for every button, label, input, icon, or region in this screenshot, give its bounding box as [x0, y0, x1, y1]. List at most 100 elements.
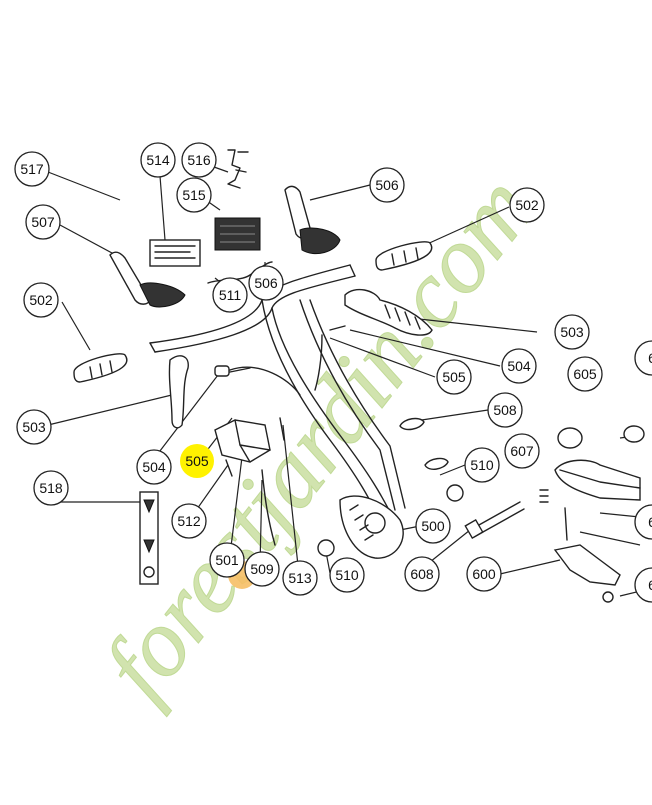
lever-left-503	[168, 355, 189, 429]
callout-circle	[404, 556, 440, 592]
callout-label: 608	[410, 566, 434, 582]
callout-circle	[369, 167, 405, 203]
callout-circle	[504, 433, 540, 469]
callout-6: 6	[634, 340, 652, 376]
callout-507: 507	[25, 204, 61, 240]
callout-label: 500	[421, 518, 445, 534]
callout-label: 502	[515, 197, 539, 213]
callout-circle	[25, 204, 61, 240]
callout-circle	[23, 282, 59, 318]
callout-circle	[171, 503, 207, 539]
callout-circle	[554, 314, 590, 350]
lever-right-506	[284, 185, 341, 255]
callout-circle	[329, 557, 365, 593]
callout-circle	[244, 551, 280, 587]
callout-label: 505	[442, 369, 466, 385]
callout-circle	[487, 392, 523, 428]
callout-circle	[567, 356, 603, 392]
callout-605: 605	[567, 356, 603, 392]
callout-circle	[634, 567, 652, 603]
callout-circle	[282, 560, 318, 596]
callout-518: 518	[33, 470, 69, 506]
cable-505	[229, 334, 323, 396]
callout-circle	[176, 177, 212, 213]
callout-label: 513	[288, 570, 312, 586]
callout-502: 502	[23, 282, 59, 318]
callout-circle	[180, 444, 214, 478]
callout-label: 607	[510, 443, 534, 459]
callout-515: 515	[176, 177, 212, 213]
decal-515	[214, 217, 261, 251]
callout-label: 6	[648, 350, 652, 366]
callout-517: 517	[14, 151, 50, 187]
callout-label: 502	[29, 292, 53, 308]
decal-514	[149, 239, 201, 267]
callout-circle	[140, 142, 176, 178]
callout-label: 510	[335, 567, 359, 583]
decal-518	[139, 491, 159, 585]
callout-circle	[634, 340, 652, 376]
callout-506: 506	[248, 265, 284, 301]
callout-label: 517	[20, 161, 44, 177]
callout-label: 505	[185, 453, 209, 469]
callout-500: 500	[415, 508, 451, 544]
callout-label: 6	[648, 514, 652, 530]
callout-505-highlighted: 505	[180, 444, 214, 478]
callout-label: 504	[142, 459, 166, 475]
callout-504: 504	[136, 449, 172, 485]
callout-circle	[33, 470, 69, 506]
callout-508: 508	[487, 392, 523, 428]
callout-512: 512	[171, 503, 207, 539]
callout-circle	[212, 277, 248, 313]
callout-label: 516	[187, 152, 211, 168]
decal-516	[227, 149, 249, 189]
callout-label: 504	[507, 358, 531, 374]
callout-label: 515	[182, 187, 206, 203]
callout-6: 6	[634, 567, 652, 603]
handlebar-frame	[149, 264, 406, 559]
callout-509: 509	[244, 551, 280, 587]
lever-right-503	[344, 288, 433, 336]
callout-516: 516	[181, 142, 217, 178]
callout-circle	[464, 447, 500, 483]
callout-label: 508	[493, 402, 517, 418]
callout-circle	[634, 504, 652, 540]
callout-circle	[16, 409, 52, 445]
callout-label: 600	[472, 566, 496, 582]
callouts: 517 514 516 515 506 502 507 511 506 502 503 504 505 6…	[14, 142, 652, 603]
callout-label: 518	[39, 480, 63, 496]
callout-label: 503	[560, 324, 584, 340]
control-box-501	[214, 419, 276, 546]
callout-label: 511	[219, 287, 242, 303]
callout-circle	[501, 348, 537, 384]
callout-label: 510	[470, 457, 494, 473]
callout-501: 501	[209, 542, 245, 578]
callout-circle	[209, 542, 245, 578]
callout-506: 506	[369, 167, 405, 203]
callout-514: 514	[140, 142, 176, 178]
callout-503: 503	[16, 409, 52, 445]
callout-circle	[248, 265, 284, 301]
callout-6: 6	[634, 504, 652, 540]
callout-label: 501	[215, 552, 239, 568]
callout-510: 510	[329, 557, 365, 593]
small-parts	[214, 325, 464, 557]
callout-circle	[509, 187, 545, 223]
callout-circle	[466, 556, 502, 592]
callout-504: 504	[501, 348, 537, 384]
callout-label: 503	[22, 419, 46, 435]
callout-label: 506	[254, 275, 278, 291]
lever-left-507	[109, 251, 186, 308]
grip-left	[73, 353, 128, 383]
callout-600: 600	[466, 556, 502, 592]
callout-503: 503	[554, 314, 590, 350]
callout-502: 502	[509, 187, 545, 223]
callout-label: 509	[250, 561, 274, 577]
callout-505: 505	[436, 359, 472, 395]
callout-511: 511	[212, 277, 248, 313]
right-assembly	[539, 425, 645, 603]
callout-label: 506	[375, 177, 399, 193]
callout-label: 605	[573, 366, 597, 382]
